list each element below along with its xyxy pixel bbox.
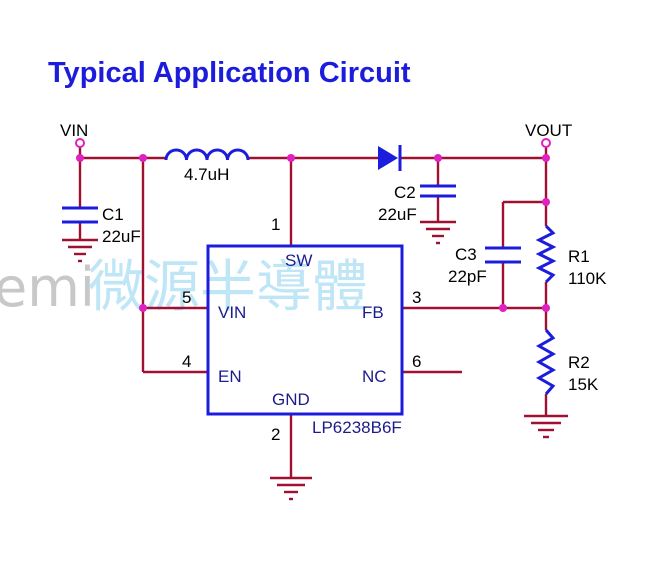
ic-pin-name-vin: VIN (218, 303, 246, 322)
ic-pin-name-gnd: GND (272, 390, 310, 409)
ic-pin-name-fb: FB (362, 303, 384, 322)
c2-value: 22uF (378, 205, 417, 224)
watermark-latin: emi (0, 256, 95, 319)
inductor-l1: 4.7uH (164, 148, 250, 184)
r1-ref: R1 (568, 247, 590, 266)
r1-value: 110K (568, 269, 607, 288)
vin-label: VIN (60, 121, 88, 140)
page-title: Typical Application Circuit (48, 57, 411, 89)
pin-number-5: 5 (182, 288, 191, 307)
c1-value: 22uF (102, 227, 141, 246)
capacitor-c2: C2 22uF (378, 183, 456, 224)
capacitor-c1: C1 22uF (62, 205, 141, 246)
r2-ref: R2 (568, 353, 590, 372)
resistor-r2: R2 15K (535, 329, 599, 395)
ground-symbol-ic (270, 476, 312, 501)
ground-symbol-r2 (524, 414, 568, 439)
pin-number-3: 3 (412, 288, 421, 307)
capacitor-c3: C3 22pF (448, 245, 521, 286)
pin-number-6: 6 (412, 352, 421, 371)
ground-symbol-c2 (420, 220, 456, 245)
ic-part-number: LP6238B6F (312, 418, 402, 437)
pin-number-2: 2 (271, 425, 280, 444)
vin-terminal: VIN (60, 121, 88, 148)
vout-label: VOUT (525, 121, 572, 140)
vout-terminal: VOUT (525, 121, 572, 148)
pin-number-4: 4 (182, 352, 191, 371)
c3-value: 22pF (448, 267, 487, 286)
c3-ref: C3 (455, 245, 477, 264)
c2-ref: C2 (394, 183, 416, 202)
junction-nodes (76, 154, 550, 312)
ic-pin-name-nc: NC (362, 367, 387, 386)
ic-pin-name-sw: SW (285, 251, 312, 270)
inductor-value: 4.7uH (184, 165, 229, 184)
watermark-text: 微源半導體 (88, 255, 368, 320)
ic-pin-name-en: EN (218, 367, 242, 386)
schottky-diode (378, 145, 402, 171)
ic-lp6238b6f: SW GND FB EN VIN NC LP6238B6F (206, 244, 404, 437)
c1-ref: C1 (102, 205, 124, 224)
r2-value: 15K (568, 375, 599, 394)
ground-symbol-c1 (62, 238, 98, 263)
resistor-r1: R1 110K (535, 224, 607, 288)
pin-number-1: 1 (271, 215, 280, 234)
